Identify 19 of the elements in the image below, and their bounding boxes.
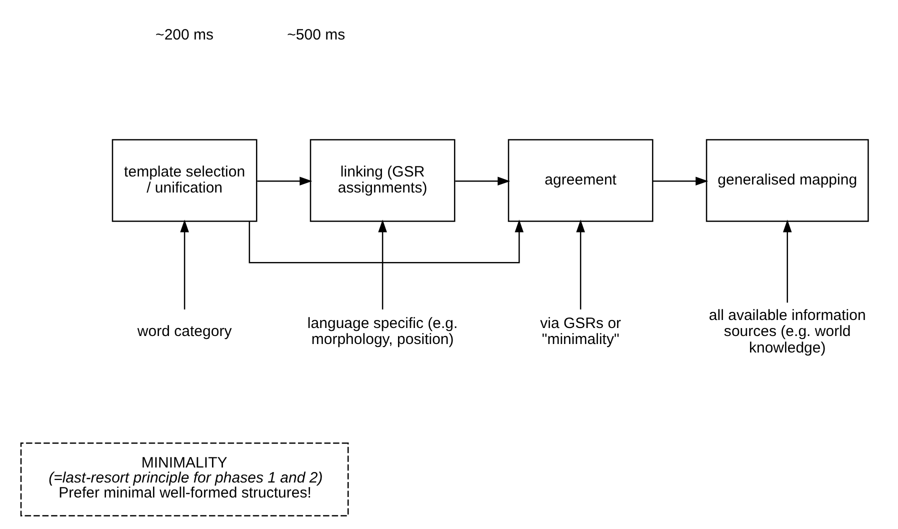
arrow: [652, 176, 708, 186]
arrow: [180, 220, 189, 310]
node-text: word category: [137, 323, 232, 340]
label: ~200 ms: [156, 26, 214, 44]
node-text: all available information sources (e.g. world knowledge): [708, 306, 866, 356]
node-text: via GSRs or "minimality": [540, 314, 622, 348]
node-box: agreement: [508, 139, 654, 222]
node-box: template selection / unification: [112, 139, 258, 222]
node-box: linking (GSR assignments): [310, 139, 456, 222]
arrow: [782, 220, 792, 303]
arrow: [455, 176, 510, 186]
node-box: MINIMALITY (=last-resort principle for phases 1 and 2) Prefer minimal well-formed structures!: [20, 442, 349, 516]
arrow: [257, 176, 312, 186]
arrow: [378, 220, 387, 310]
arrow: [576, 220, 585, 310]
node-box: generalised mapping: [706, 139, 869, 222]
label: ~500 ms: [287, 26, 346, 44]
arrow: [248, 220, 524, 264]
node-text: language specific (e.g. morphology, position): [307, 314, 458, 348]
